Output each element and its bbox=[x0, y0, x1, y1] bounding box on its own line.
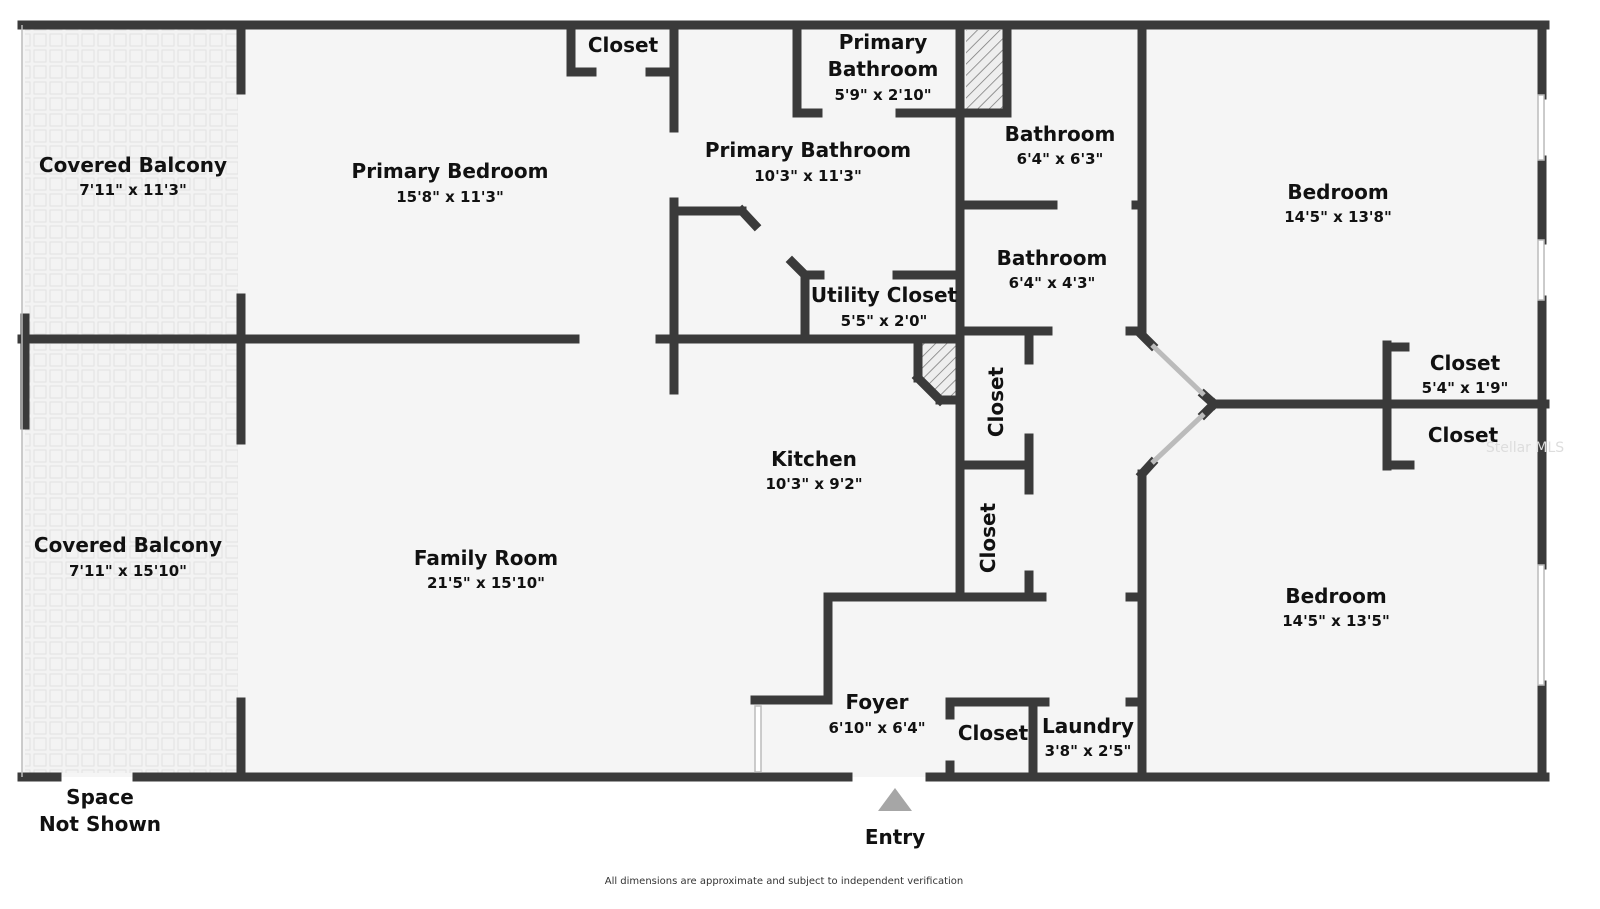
room-dim: 15'8" x 11'3" bbox=[396, 188, 504, 206]
room-name: Foyer bbox=[845, 690, 908, 714]
walls bbox=[17, 20, 1550, 782]
room-name: Primary bbox=[839, 30, 928, 54]
room-dim: 7'11" x 11'3" bbox=[79, 181, 187, 199]
room-name: Kitchen bbox=[771, 447, 857, 471]
room-dim: 10'3" x 9'2" bbox=[765, 475, 862, 493]
room-name: Covered Balcony bbox=[39, 153, 227, 177]
entry-label: Entry bbox=[865, 825, 925, 849]
room-name: Bathroom bbox=[828, 57, 939, 81]
room-name: Utility Closet bbox=[811, 283, 958, 307]
room-name: Bedroom bbox=[1287, 180, 1388, 204]
room-dim: 10'3" x 11'3" bbox=[754, 167, 862, 185]
room-name: Covered Balcony bbox=[34, 533, 222, 557]
room-dim: 14'5" x 13'5" bbox=[1282, 612, 1390, 630]
disclaimer: All dimensions are approximate and subje… bbox=[605, 876, 964, 887]
room-dim: 6'10" x 6'4" bbox=[828, 719, 925, 737]
room-name: Family Room bbox=[414, 546, 558, 570]
room-name: Bedroom bbox=[1285, 584, 1386, 608]
watermark: Stellar MLS bbox=[1486, 440, 1564, 456]
windows-doors bbox=[21, 25, 1545, 777]
room-name: Closet bbox=[1430, 351, 1501, 375]
space-not-shown-label: Space bbox=[66, 785, 134, 809]
balcony-floor-bottom bbox=[25, 344, 238, 773]
room-dim: 5'5" x 2'0" bbox=[841, 312, 928, 330]
room-dim: 5'9" x 2'10" bbox=[834, 86, 931, 104]
room-name: Primary Bathroom bbox=[705, 138, 911, 162]
space-not-shown-label: Not Shown bbox=[39, 812, 161, 836]
room-name: Bathroom bbox=[997, 246, 1108, 270]
room-name: Primary Bedroom bbox=[352, 159, 549, 183]
room-name: Closet bbox=[958, 721, 1029, 745]
room-name: Closet bbox=[976, 502, 1000, 573]
room-dim: 14'5" x 13'8" bbox=[1284, 208, 1392, 226]
room-dim: 7'11" x 15'10" bbox=[69, 562, 187, 580]
entry-arrow-icon bbox=[878, 788, 912, 811]
room-name: Closet bbox=[588, 33, 659, 57]
balcony-floor-top bbox=[25, 29, 238, 335]
room-name: Closet bbox=[1428, 423, 1499, 447]
room-labels: Covered Balcony 7'11" x 11'3" Covered Ba… bbox=[34, 30, 1564, 887]
room-name: Bathroom bbox=[1005, 122, 1116, 146]
room-dim: 5'4" x 1'9" bbox=[1422, 379, 1509, 397]
room-name: Closet bbox=[984, 366, 1008, 437]
room-dim: 21'5" x 15'10" bbox=[427, 574, 545, 592]
room-dim: 6'4" x 4'3" bbox=[1009, 274, 1096, 292]
room-name: Laundry bbox=[1042, 714, 1134, 738]
room-dim: 3'8" x 2'5" bbox=[1045, 742, 1132, 760]
room-dim: 6'4" x 6'3" bbox=[1017, 150, 1104, 168]
chase-hatched bbox=[966, 30, 1004, 110]
